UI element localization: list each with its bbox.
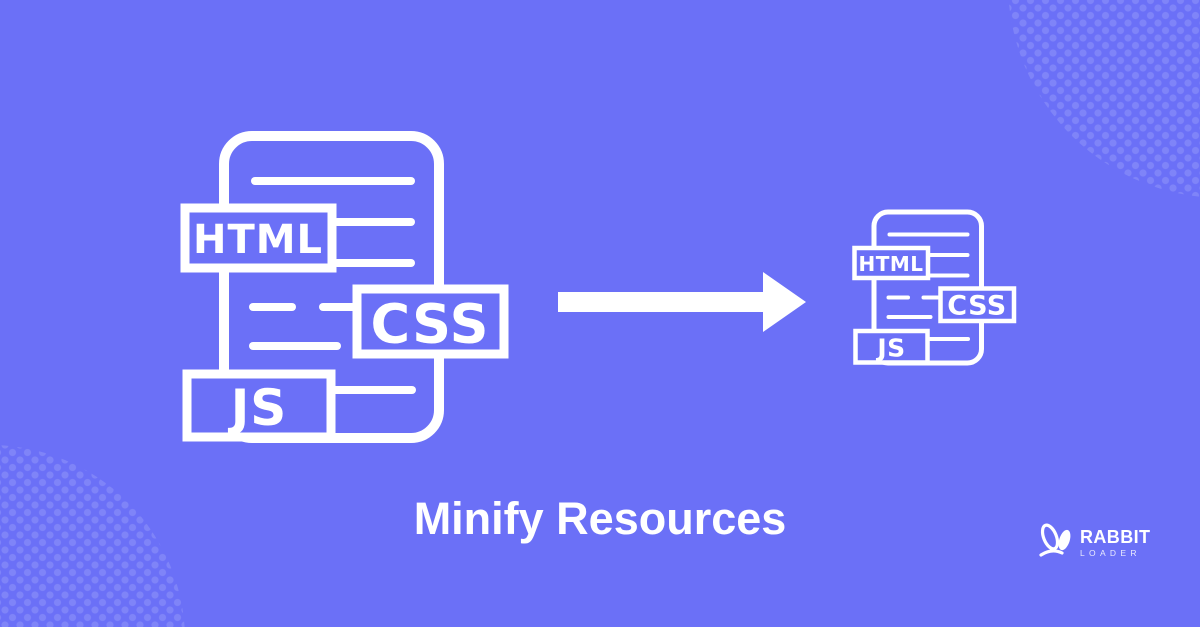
js-label: JS <box>228 379 288 437</box>
source-files-icon: HTML CSS JS <box>180 131 509 443</box>
html-label: HTML <box>193 217 323 263</box>
logo-sub-text: LOADER <box>1080 548 1141 558</box>
rabbitloader-logo: RABBIT LOADER <box>1038 522 1150 560</box>
document-text-lines <box>886 232 970 341</box>
js-tag-box <box>853 328 930 365</box>
dots-pattern-top-right <box>1008 0 1200 198</box>
logo-brand-text: RABBIT <box>1080 527 1151 547</box>
html-label: HTML <box>858 252 923 276</box>
page-title: Minify Resources <box>413 493 787 544</box>
html-tag-box <box>852 245 931 281</box>
html-tag-box <box>180 203 337 273</box>
arrow-right-icon <box>558 272 806 332</box>
css-tag-box <box>352 284 509 359</box>
rabbit-ears-icon <box>1039 523 1071 557</box>
css-tag-box <box>938 286 1017 324</box>
css-label: CSS <box>371 293 490 356</box>
document-text-lines <box>249 177 416 394</box>
js-label: JS <box>875 334 905 363</box>
minified-files-icon: HTML CSS JS <box>852 209 1017 366</box>
logo-wordmark: RABBIT LOADER <box>1080 528 1150 558</box>
css-label: CSS <box>947 291 1007 322</box>
js-tag-box <box>182 369 336 442</box>
